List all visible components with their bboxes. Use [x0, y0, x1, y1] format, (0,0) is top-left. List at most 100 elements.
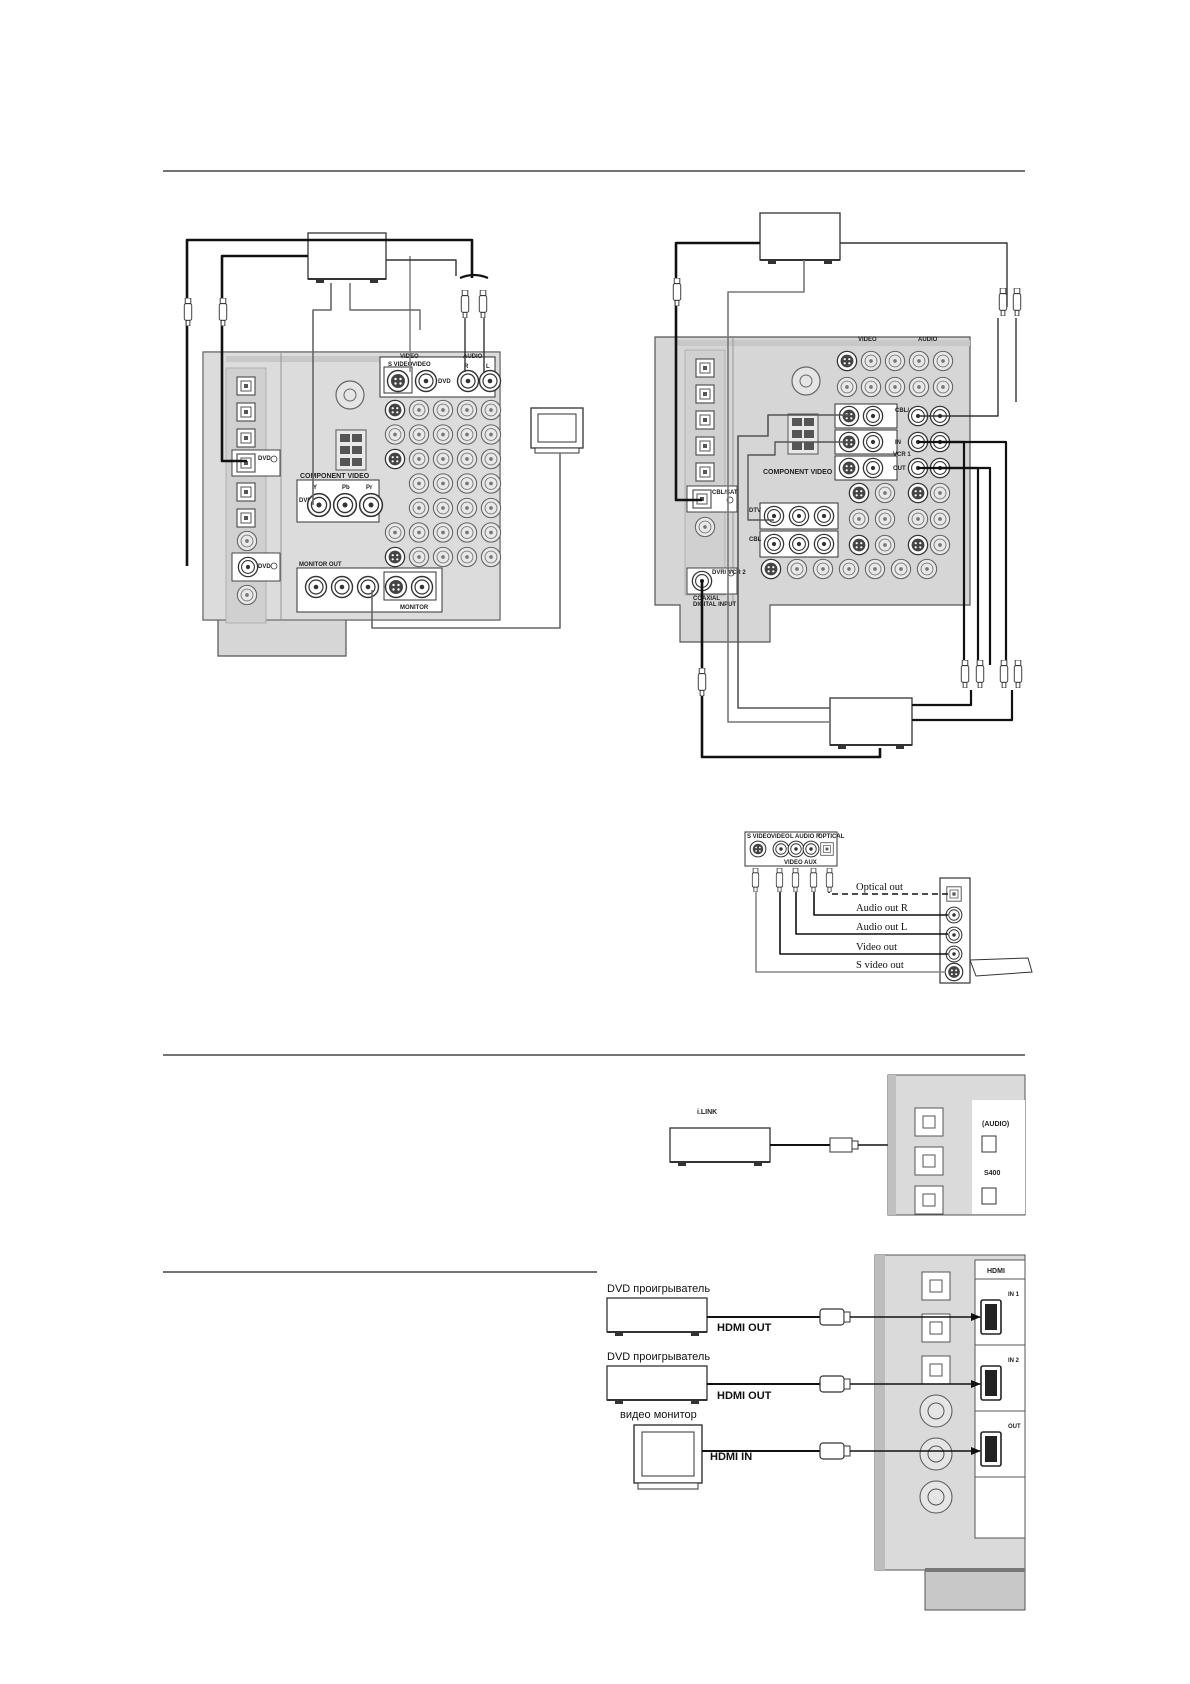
jack — [384, 546, 406, 568]
jack — [836, 376, 858, 398]
jack — [907, 508, 929, 530]
video-monitor-port: HDMI IN — [710, 1451, 752, 1463]
jack — [408, 424, 430, 445]
jack — [456, 424, 478, 445]
dvd-player-2-label: DVD проигрыватель — [607, 1351, 710, 1363]
digital-input-label: DIGITAL INPUT — [693, 602, 736, 608]
video-monitor-label: видео монитор — [620, 1409, 697, 1421]
ilink-port-1 — [981, 1135, 997, 1153]
optical-plug-2 — [672, 278, 682, 306]
jack — [929, 482, 951, 504]
audio-plug-r-2 — [998, 288, 1008, 316]
ilink-port-2 — [981, 1187, 997, 1205]
in-label: IN — [895, 440, 901, 446]
coax-plug-2 — [697, 668, 707, 696]
jack — [384, 522, 406, 543]
jack — [874, 508, 896, 530]
video-sub-label: VIDEO — [412, 362, 431, 368]
jack — [408, 448, 430, 470]
ilink-device-label: i.LINK — [697, 1109, 717, 1116]
vcr1-label: VCR 1 — [893, 452, 911, 458]
dvd-player-2-port: HDMI OUT — [717, 1390, 772, 1402]
vcr-plug-1 — [960, 660, 970, 688]
video-label-2: VIDEO — [858, 337, 877, 343]
jack — [408, 497, 430, 519]
jack — [480, 522, 502, 543]
jack — [456, 546, 478, 568]
jack — [384, 424, 406, 445]
jack — [480, 448, 502, 470]
jack — [760, 558, 782, 580]
jack — [916, 558, 938, 580]
jack — [432, 522, 454, 543]
jack — [848, 534, 870, 556]
video-aux-label: VIDEO AUX — [784, 860, 817, 866]
hdmi-out-label: OUT — [1008, 1424, 1021, 1430]
hdmi-panel-label: HDMI — [987, 1268, 1005, 1275]
jack — [812, 558, 834, 580]
coax-plug — [183, 298, 193, 326]
jack — [456, 522, 478, 543]
jack — [480, 497, 502, 519]
monitor-out-label: MONITOR OUT — [299, 562, 342, 568]
jack — [929, 534, 951, 556]
jack — [408, 473, 430, 494]
jack — [408, 399, 430, 421]
antenna-jack — [335, 380, 365, 410]
jack — [480, 399, 502, 421]
comp-pb-label: Pb — [342, 485, 350, 491]
front-panel-connection: S VIDEO VIDEO L AUDIO R OPTICAL VIDEO AU… — [744, 831, 1033, 984]
audio-plug-l-2 — [1012, 288, 1022, 316]
tv-monitor — [530, 407, 584, 454]
jack — [432, 448, 454, 470]
dvd-connection-diagram: DVD DVD VIDEO AUDIO S — [183, 232, 584, 657]
jack — [908, 376, 930, 398]
jack — [864, 558, 886, 580]
s400-label: S400 — [984, 1170, 1000, 1177]
jack — [848, 482, 870, 504]
vcr-plug-2 — [975, 660, 985, 688]
jack — [874, 482, 896, 504]
dvd-player-1-port: HDMI OUT — [717, 1322, 772, 1334]
jack — [884, 376, 906, 398]
audio-plug-l — [478, 290, 488, 318]
speaker-terminals-2 — [787, 413, 819, 455]
jack — [408, 546, 430, 568]
optical-dvd-label: DVD — [258, 456, 271, 462]
dtv-label: DTV — [749, 508, 761, 514]
audio-out-r-label: Audio out R — [856, 903, 908, 914]
jack — [432, 546, 454, 568]
video-monitor — [633, 1424, 703, 1490]
vcr-box — [829, 697, 913, 746]
jack — [408, 522, 430, 543]
jack — [432, 399, 454, 421]
jack — [480, 424, 502, 445]
monitor-label: MONITOR — [400, 605, 429, 611]
jack — [786, 558, 808, 580]
hdmi-in1-label: IN 1 — [1008, 1292, 1020, 1298]
jack — [432, 473, 454, 494]
front-jack-video: VIDEO — [771, 834, 790, 840]
audio-out-l-label: Audio out L — [856, 922, 907, 933]
ilink-connection: i.LINK (AUDIO) S400 — [669, 1074, 1026, 1216]
dvd-player-2 — [606, 1365, 708, 1401]
hdmi-in2-label: IN 2 — [1008, 1358, 1020, 1364]
jack — [860, 350, 882, 372]
coax-vcr2-label: DVR/ VCR 2 — [712, 570, 746, 576]
jack — [932, 376, 954, 398]
jack — [432, 497, 454, 519]
vcr-plug-4 — [1013, 660, 1023, 688]
jack — [456, 448, 478, 470]
jack — [884, 350, 906, 372]
jack — [908, 350, 930, 372]
jack — [932, 350, 954, 372]
hdmi-connection: HDMI IN 1 IN 2 OUT DVD проигрыватель HDM… — [606, 1254, 1026, 1611]
s-video-out-label: S video out — [856, 960, 904, 971]
coax-dvd-label: DVD — [258, 564, 271, 570]
comp-pr-label: Pr — [366, 485, 373, 491]
jack — [836, 350, 858, 372]
speaker-terminals — [335, 429, 367, 471]
optical-plug — [218, 298, 228, 326]
dvd-player-1-label: DVD проигрыватель — [607, 1283, 710, 1295]
jack — [838, 558, 860, 580]
